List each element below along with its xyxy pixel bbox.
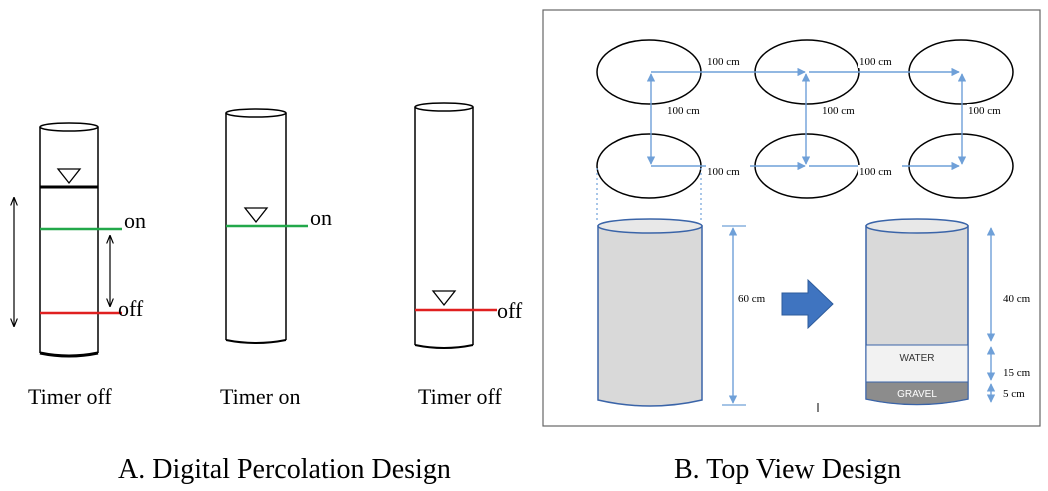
distance-label: 100 cm: [968, 105, 1001, 117]
water-level-triangle-icon: [56, 168, 82, 185]
height-label: 5 cm: [1003, 388, 1025, 400]
distance-label: 100 cm: [707, 166, 740, 178]
on-label: on: [124, 208, 146, 233]
height-label: 15 cm: [1003, 367, 1031, 379]
right-arrow-icon: [781, 278, 834, 330]
cylinder-filled: [865, 218, 969, 406]
timer-label: Timer off: [28, 384, 112, 409]
timer-label: Timer on: [220, 384, 300, 409]
column-1: on off Timer off: [14, 122, 146, 409]
panel-a-caption: A. Digital Percolation Design: [118, 454, 451, 485]
column-3: off Timer off: [414, 102, 523, 409]
distance-label: 100 cm: [859, 166, 892, 178]
height-label: 40 cm: [1003, 293, 1031, 305]
gravel-label: GRAVEL: [897, 389, 937, 400]
on-label: on: [310, 205, 332, 230]
off-label: off: [118, 296, 144, 321]
water-level-triangle-icon: [243, 207, 269, 224]
cylinder-empty: [597, 218, 703, 407]
column-2: on Timer on: [220, 108, 332, 409]
water-layer: [865, 344, 969, 383]
off-label: off: [497, 298, 523, 323]
water-label: WATER: [900, 353, 935, 364]
distance-label: 100 cm: [822, 105, 855, 117]
height-label: 60 cm: [738, 293, 766, 305]
distance-label: 100 cm: [707, 56, 740, 68]
timer-label: Timer off: [418, 384, 502, 409]
distance-label: 100 cm: [667, 105, 700, 117]
panel-b: 100 cm 100 cm 100 cm 100 cm 100 cm 100 c…: [542, 9, 1041, 485]
distance-label: 100 cm: [859, 56, 892, 68]
panel-a: on off Timer off on Timer on off Timer o…: [14, 102, 523, 485]
water-level-triangle-icon: [431, 290, 457, 307]
gravel-layer: [865, 381, 969, 405]
panel-b-caption: B. Top View Design: [674, 454, 901, 485]
